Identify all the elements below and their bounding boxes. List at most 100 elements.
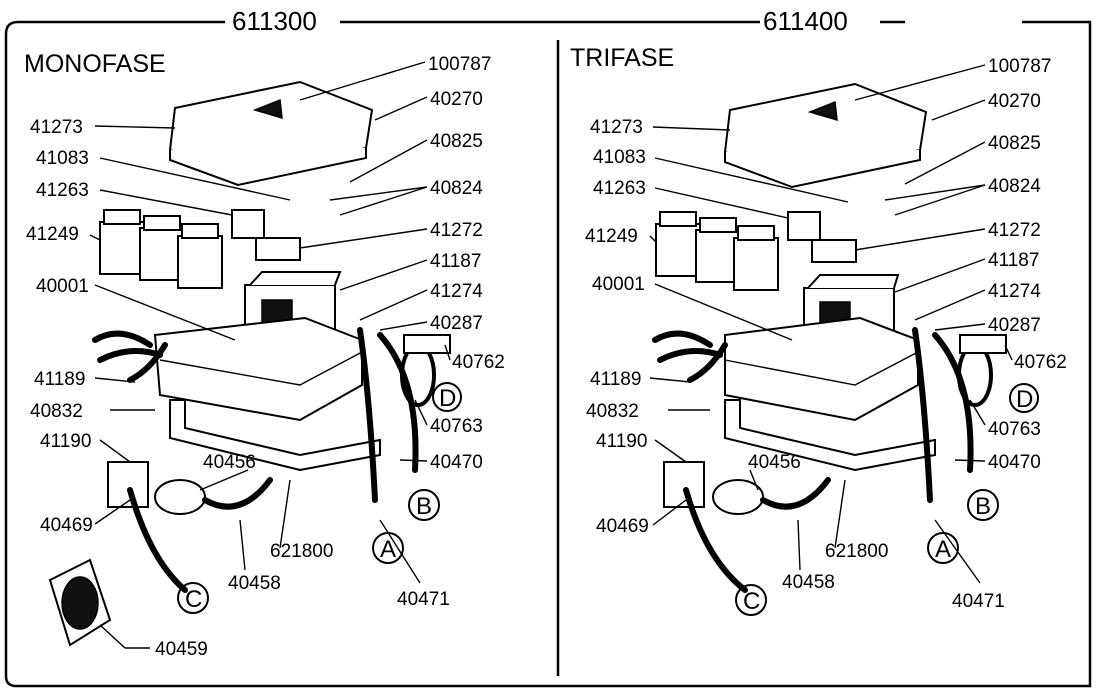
module-41263-illustration-right xyxy=(787,211,821,241)
model-number-left: 611300 xyxy=(232,6,317,36)
part-label-40459: 40459 xyxy=(155,639,208,660)
part-label-40456-right: 40456 xyxy=(748,452,801,473)
part-label-40832-right: 40832 xyxy=(586,401,639,422)
leader-lines-right xyxy=(649,64,1013,584)
part-label-41274: 41274 xyxy=(430,281,483,302)
leader-lines-left xyxy=(89,61,451,649)
part-label-41274-right: 41274 xyxy=(988,281,1041,302)
part-label-41263: 41263 xyxy=(36,180,89,201)
terminal-block-illustration-right xyxy=(811,239,857,263)
connector-circle-d-right xyxy=(1009,383,1039,413)
part-label-100787: 100787 xyxy=(428,54,491,75)
part-label-41187-right: 41187 xyxy=(988,250,1039,271)
part-label-41263-right: 41263 xyxy=(593,178,646,199)
connector-circle-c xyxy=(177,582,209,614)
part-label-40287: 40287 xyxy=(430,313,483,334)
model-number-right: 611400 xyxy=(763,6,848,36)
connector-letter-c: C xyxy=(185,586,202,613)
relay-illustration-right xyxy=(655,211,779,291)
relay-illustration xyxy=(99,209,223,289)
part-label-40270-right: 40270 xyxy=(988,91,1041,112)
cable-b-illustration xyxy=(377,332,419,473)
section-title-monofase: MONOFASE xyxy=(24,50,166,78)
part-label-40824: 40824 xyxy=(430,178,483,199)
connector-circle-b-right xyxy=(967,489,999,521)
connector-letter-a-right: A xyxy=(935,536,951,563)
connector-circle-d xyxy=(432,382,462,412)
cable-c-illustration xyxy=(202,477,273,510)
part-label-40458-right: 40458 xyxy=(782,572,835,593)
part-label-40287-right: 40287 xyxy=(988,315,1041,336)
part-label-40762-right: 40762 xyxy=(1014,352,1067,373)
part-label-100787-right: 100787 xyxy=(988,56,1051,77)
part-label-41189: 41189 xyxy=(34,369,85,390)
connector-letter-c-right: C xyxy=(743,588,760,615)
part-label-40469: 40469 xyxy=(40,515,93,536)
cable-a-illustration-right xyxy=(912,327,933,503)
cover-illustration xyxy=(168,80,374,187)
base-box-illustration xyxy=(153,316,363,422)
part-label-41272-right: 41272 xyxy=(988,220,1041,241)
part-label-40825: 40825 xyxy=(430,131,483,152)
part-label-41273-right: 41273 xyxy=(590,117,643,138)
cable-c-illustration-right xyxy=(760,477,831,510)
grommet-illustration xyxy=(107,461,149,508)
part-label-40762: 40762 xyxy=(452,352,505,373)
filter-illustration xyxy=(154,479,206,515)
base-box-illustration-right xyxy=(724,316,919,422)
left-panel: 100787 40270 41273 40825 41083 40824 412… xyxy=(26,54,505,660)
part-label-41190-right: 41190 xyxy=(596,431,647,452)
connector-letter-d-right: D xyxy=(1016,386,1033,413)
section-title-trifase: TRIFASE xyxy=(570,44,674,72)
cable-a-illustration xyxy=(357,327,378,503)
part-label-41083-right: 41083 xyxy=(593,147,646,168)
part-label-41249: 41249 xyxy=(26,224,79,245)
part-label-40763: 40763 xyxy=(430,416,483,437)
connector-letter-a: A xyxy=(380,536,396,563)
part-label-40470: 40470 xyxy=(430,452,483,473)
terminal-block-illustration xyxy=(255,237,301,261)
connector-letter-b: B xyxy=(416,493,432,520)
part-label-40832: 40832 xyxy=(30,401,83,422)
connector-circle-c-right xyxy=(735,584,767,616)
cover-illustration-right xyxy=(723,82,928,189)
part-label-41249-right: 41249 xyxy=(585,226,638,247)
mounting-bracket-illustration-right xyxy=(724,399,936,472)
part-label-40471: 40471 xyxy=(397,589,450,610)
part-label-621800: 621800 xyxy=(270,541,333,562)
outer-frame xyxy=(4,20,1092,688)
connector-40762-illustration-right xyxy=(959,334,1007,354)
part-label-40824-right: 40824 xyxy=(988,176,1041,197)
cable-b-illustration-right xyxy=(932,332,974,473)
cable-40469-illustration xyxy=(127,487,188,593)
part-label-621800-right: 621800 xyxy=(825,541,888,562)
part-label-40456: 40456 xyxy=(203,452,256,473)
part-label-40001: 40001 xyxy=(36,276,89,297)
part-label-41272: 41272 xyxy=(430,220,483,241)
part-label-41083: 41083 xyxy=(36,148,89,169)
part-label-40470-right: 40470 xyxy=(988,452,1041,473)
connector-letter-b-right: B xyxy=(975,493,991,520)
part-label-40001-right: 40001 xyxy=(592,274,645,295)
fan-illustration xyxy=(48,558,112,647)
part-label-40458: 40458 xyxy=(228,573,281,594)
part-label-41187: 41187 xyxy=(430,251,481,272)
cable-bundle-illustration-right xyxy=(652,330,728,383)
part-label-41273: 41273 xyxy=(30,117,83,138)
connector-letter-d: D xyxy=(439,385,456,412)
cable-bundle-illustration xyxy=(92,330,168,383)
grommet-illustration-right xyxy=(663,461,705,508)
part-label-40763-right: 40763 xyxy=(988,419,1041,440)
part-label-40469-right: 40469 xyxy=(596,516,649,537)
connector-40762-illustration xyxy=(403,334,451,354)
cable-40469-illustration-right xyxy=(683,487,748,593)
connector-circle-a xyxy=(372,532,404,564)
part-label-40270: 40270 xyxy=(430,89,483,110)
part-label-40471-right: 40471 xyxy=(952,591,1005,612)
right-panel: 100787 40270 41273 40825 41083 40824 412… xyxy=(585,56,1067,616)
part-label-41190: 41190 xyxy=(40,431,91,452)
connector-circle-b xyxy=(408,489,440,521)
part-label-40825-right: 40825 xyxy=(988,133,1041,154)
part-label-41189-right: 41189 xyxy=(590,369,641,390)
